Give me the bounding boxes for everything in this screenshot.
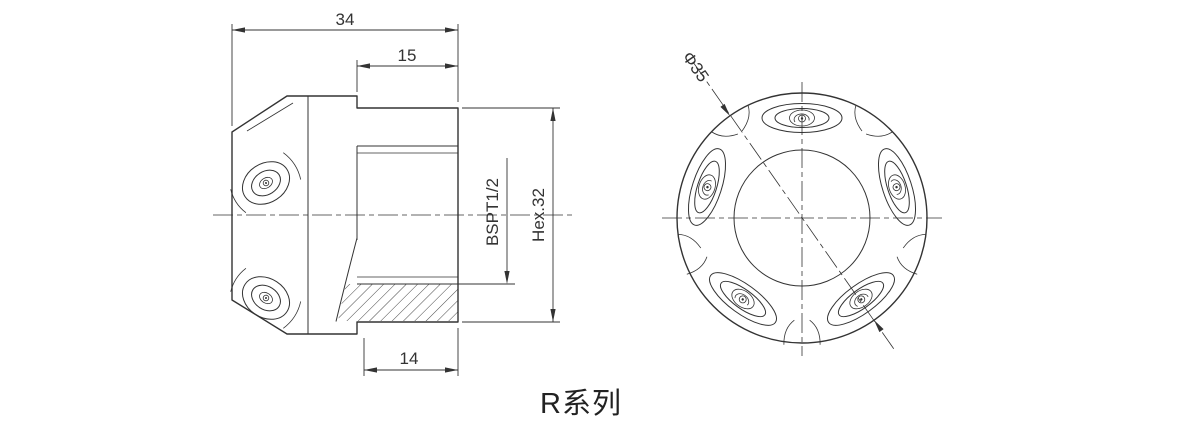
inner-bore-circle: [733, 149, 871, 287]
diameter-label: Φ35: [678, 48, 712, 86]
thread-callout: BSPT1/2: [483, 158, 510, 284]
inner-sphere-arc: [335, 237, 358, 322]
dimension-bottom-width: 14: [363, 328, 459, 376]
front-view: Φ35: [662, 48, 942, 356]
body-outline: [231, 95, 459, 335]
dimension-overall-length: 34: [231, 10, 459, 126]
outer-sphere-circle: [676, 92, 928, 344]
side-nozzle-upper: [225, 147, 306, 220]
dimension-thread-depth: 15: [356, 46, 458, 92]
dim-34-label: 34: [336, 10, 355, 29]
dim-14-label: 14: [400, 349, 419, 368]
series-title: R系列: [540, 387, 622, 420]
thread-spec-label: BSPT1/2: [483, 178, 502, 246]
hex-size-label: Hex.32: [529, 188, 548, 242]
nozzle-lower-right: [803, 251, 919, 347]
side-section-view: 34 15 14 BSPT1/2: [213, 10, 575, 376]
nozzle-upper-right: [864, 124, 930, 250]
dimension-hex: Hex.32: [462, 107, 560, 323]
section-hatch: [338, 284, 458, 321]
dim-15-label: 15: [398, 46, 417, 65]
side-nozzle-lower: [225, 261, 306, 334]
nozzle-upper-left: [674, 124, 740, 250]
chamfer-facet-line: [246, 102, 294, 132]
nozzle-lower-left: [685, 251, 801, 347]
